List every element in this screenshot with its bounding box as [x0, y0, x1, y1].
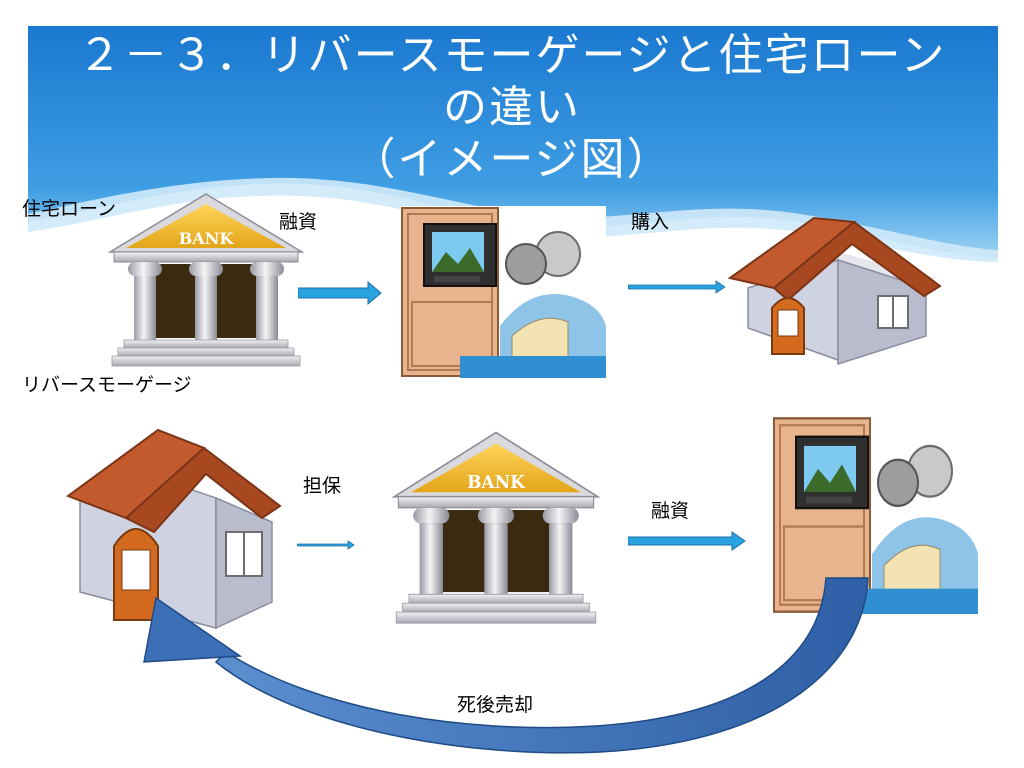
right-arrow-icon — [628, 280, 726, 294]
title-line-2: の違い — [443, 82, 581, 133]
right-arrow-icon — [297, 540, 355, 550]
housing-loan-label: 住宅ローン — [22, 198, 117, 220]
right-arrow-icon — [298, 281, 382, 305]
title-line-1: ２－３．リバースモーゲージと住宅ローン — [77, 30, 947, 81]
house-icon — [728, 216, 942, 366]
post-death-sale-label: 死後売却 — [457, 694, 534, 716]
house-icon — [66, 428, 282, 630]
bank-icon: BANK — [392, 431, 600, 624]
reverse-mortgage-label: リバースモーゲージ — [22, 374, 192, 396]
elderly-couple-tv-icon — [400, 206, 606, 378]
collateral-arrow-label: 担保 — [303, 475, 342, 497]
purchase-arrow-label: 購入 — [631, 211, 670, 233]
title-line-3: （イメージ図） — [351, 134, 673, 185]
slide-title: ２－３．リバースモーゲージと住宅ローン の違い （イメージ図） — [24, 30, 1000, 186]
financing-arrow-label: 融資 — [651, 500, 690, 522]
right-arrow-icon — [628, 531, 746, 551]
bank-sign-text: BANK — [467, 473, 526, 493]
loan-arrow-label: 融資 — [279, 211, 318, 233]
bank-sign-text: BANK — [179, 229, 235, 248]
bank-icon: BANK — [108, 193, 304, 367]
